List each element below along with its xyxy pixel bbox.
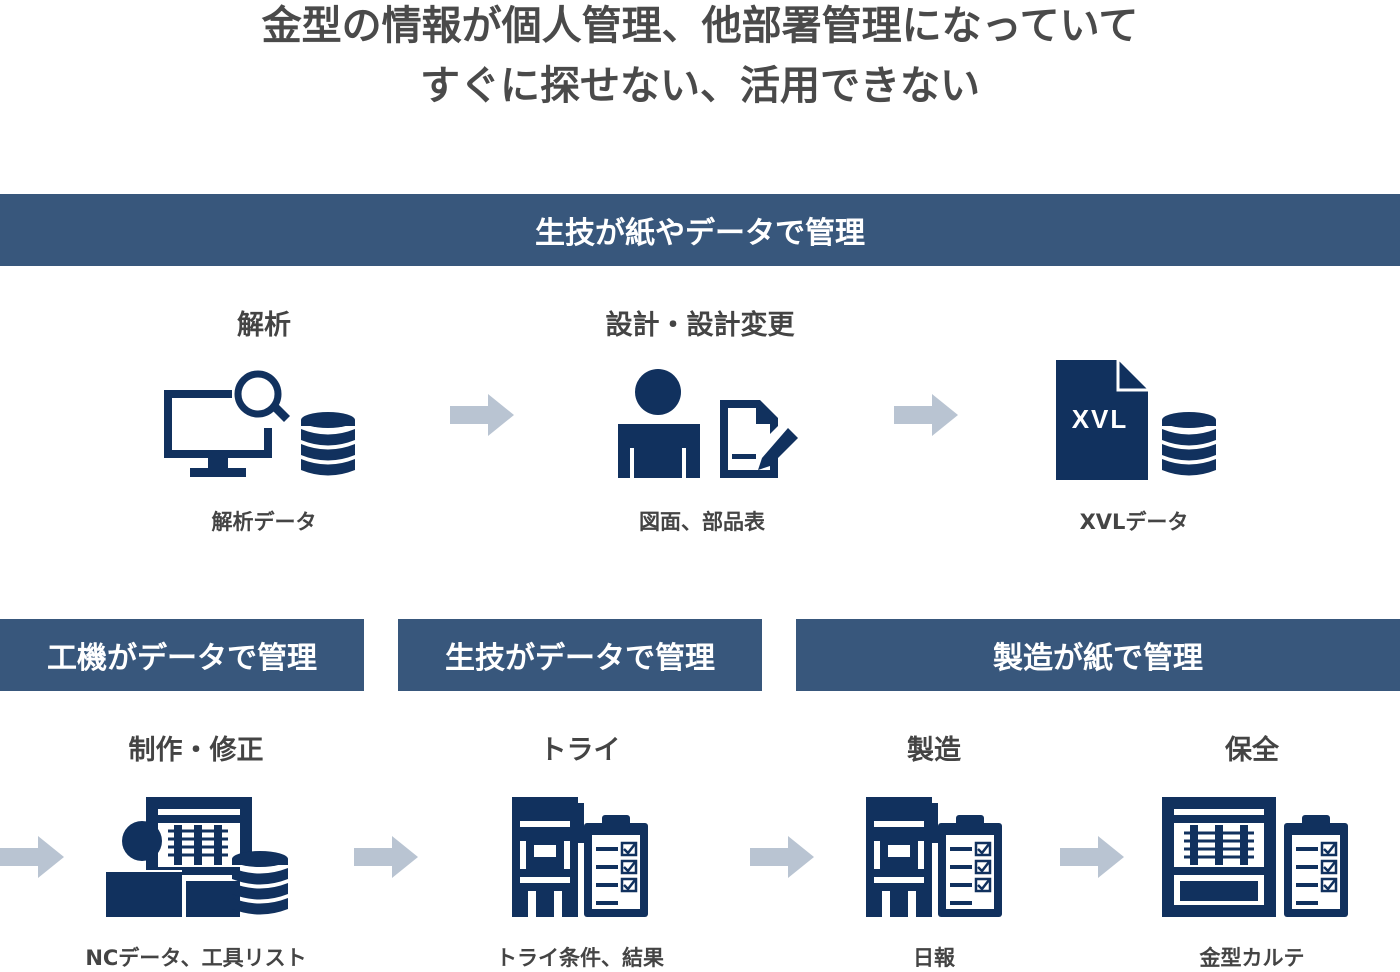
person-document-edit-icon <box>618 369 798 478</box>
step-label-design: 設計・設計変更 <box>605 310 795 341</box>
die-checklist-icon <box>1162 797 1348 917</box>
title-line-1: 金型の情報が個人管理、他部署管理になっていて <box>261 3 1139 49</box>
sub-label-daily-report: 日報 <box>913 946 955 970</box>
title-line-2: すぐに探せない、活用できない <box>420 63 980 109</box>
band-tooling: 工機がデータで管理 <box>0 619 364 691</box>
worker-die-database-icon <box>106 797 288 917</box>
sub-label-trial-results: トライ条件、結果 <box>496 946 664 970</box>
press-checklist-icon <box>512 797 648 917</box>
band-production-engineering: 生技がデータで管理 <box>398 619 762 691</box>
step-label-maintenance: 保全 <box>1225 735 1279 766</box>
monitor-search-database-icon <box>164 370 355 477</box>
sub-label-analysis-data: 解析データ <box>211 510 317 534</box>
top-band: 生技が紙やデータで管理 <box>0 194 1400 266</box>
sub-label-drawings: 図面、部品表 <box>639 510 765 534</box>
arrow-right-icon <box>354 836 418 878</box>
xvl-file-text: XVL <box>1072 404 1129 434</box>
sub-label-xvl-data: XVLデータ <box>1079 510 1189 534</box>
arrow-right-icon <box>450 394 514 436</box>
step-label-production: 製造 <box>907 735 961 766</box>
arrow-right-icon <box>1060 836 1124 878</box>
sub-label-nc-data: NCデータ、工具リスト <box>85 946 307 970</box>
press-checklist-icon <box>866 797 1002 917</box>
arrow-right-icon <box>894 394 958 436</box>
xvl-file-database-icon: XVL <box>1056 360 1216 480</box>
step-label-fabrication: 制作・修正 <box>128 735 264 766</box>
step-label-trial: トライ <box>539 735 621 766</box>
sub-label-die-chart: 金型カルテ <box>1199 946 1305 970</box>
arrow-right-icon <box>0 836 64 878</box>
arrow-right-icon <box>750 836 814 878</box>
band-manufacturing: 製造が紙で管理 <box>796 619 1400 691</box>
step-label-analysis: 解析 <box>237 310 291 341</box>
